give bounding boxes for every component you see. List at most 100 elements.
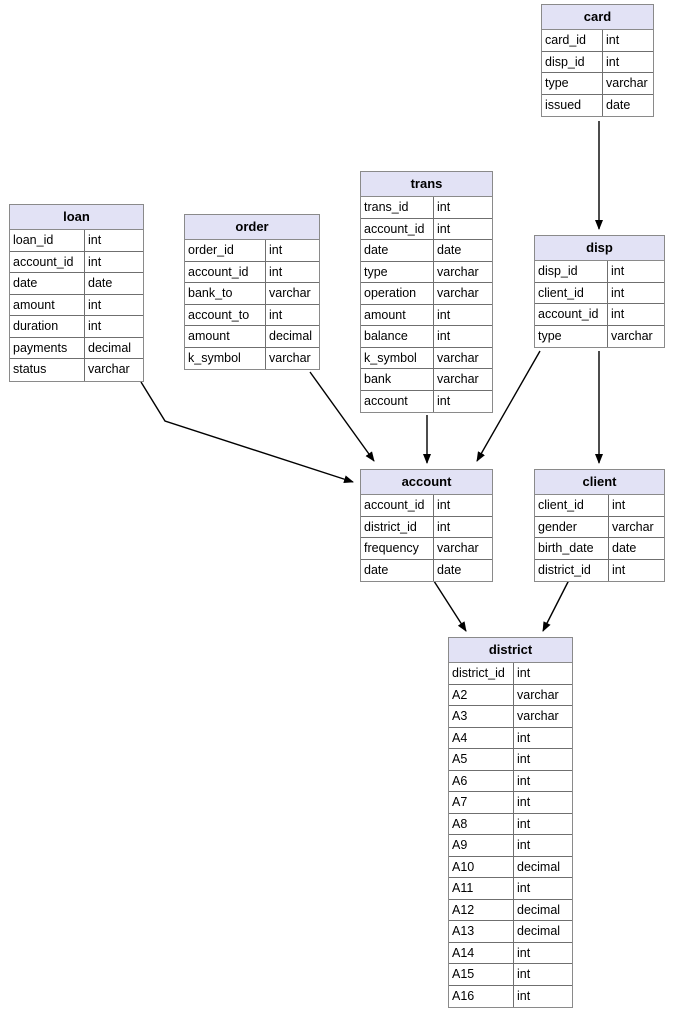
- attribute-name: type: [542, 73, 603, 94]
- attribute-name: A5: [449, 749, 514, 770]
- attribute-type: varchar: [612, 519, 654, 534]
- attribute-name: A4: [449, 727, 514, 748]
- attribute-type: varchar: [88, 362, 130, 376]
- attribute-name: bank: [361, 369, 434, 390]
- attribute-type: decimal: [517, 859, 561, 874]
- attribute-name: A11: [449, 878, 514, 899]
- attribute-type: int: [88, 319, 102, 333]
- attribute-type: int: [611, 264, 625, 278]
- entity-title-district: district: [449, 638, 572, 663]
- attribute-name: A7: [449, 792, 514, 813]
- attribute-name: operation: [361, 283, 434, 304]
- attribute-name: issued: [542, 94, 603, 116]
- attribute-type: varchar: [437, 541, 479, 555]
- attribute-type: date: [612, 541, 637, 555]
- relationship-client-to-district: [542, 577, 571, 632]
- attribute-type: int: [269, 243, 283, 257]
- attribute-type: varchar: [269, 286, 311, 300]
- attribute-type: int: [437, 307, 451, 322]
- attribute-type: int: [88, 254, 102, 269]
- attribute-name: amount: [10, 294, 85, 315]
- entity-title-trans: trans: [361, 172, 492, 197]
- attribute-type: varchar: [517, 687, 559, 702]
- attribute-name: birth_date: [535, 538, 609, 559]
- attribute-name: account_id: [361, 495, 434, 516]
- attribute-name: district_id: [535, 559, 609, 581]
- attribute-type: date: [88, 276, 113, 290]
- attribute-type: int: [611, 307, 625, 321]
- attribute-type: int: [611, 285, 625, 300]
- entity-title-account: account: [361, 470, 492, 495]
- attribute-name: client_id: [535, 282, 608, 303]
- attribute-name: A10: [449, 856, 514, 877]
- attribute-type: int: [517, 816, 531, 831]
- attribute-type: int: [517, 795, 531, 809]
- attribute-type: int: [88, 233, 102, 247]
- attribute-name: account_to: [185, 304, 266, 325]
- attribute-type: int: [437, 200, 451, 214]
- attribute-name: type: [361, 261, 434, 282]
- attribute-type: int: [437, 221, 451, 236]
- attribute-type: int: [517, 988, 531, 1003]
- attribute-type: int: [437, 519, 451, 534]
- attribute-type: varchar: [611, 328, 653, 343]
- attribute-name: k_symbol: [185, 347, 266, 369]
- attribute-name: A6: [449, 770, 514, 791]
- attribute-type: int: [437, 393, 451, 408]
- attribute-name: district_id: [361, 516, 434, 537]
- attribute-name: account_id: [185, 261, 266, 282]
- entity-title-disp: disp: [535, 236, 664, 261]
- relationship-account-to-district: [431, 577, 467, 632]
- attribute-name: type: [535, 325, 608, 347]
- attribute-type: varchar: [437, 286, 479, 300]
- attribute-type: int: [517, 730, 531, 745]
- attribute-type: int: [517, 752, 531, 766]
- entity-title-card: card: [542, 5, 653, 30]
- attribute-name: A2: [449, 684, 514, 705]
- attribute-type: varchar: [517, 709, 559, 723]
- attribute-type: int: [612, 498, 626, 512]
- attribute-type: int: [517, 838, 531, 852]
- attribute-name: A15: [449, 964, 514, 985]
- attribute-name: amount: [361, 304, 434, 325]
- attribute-name: date: [10, 273, 85, 294]
- attribute-type: int: [612, 562, 626, 577]
